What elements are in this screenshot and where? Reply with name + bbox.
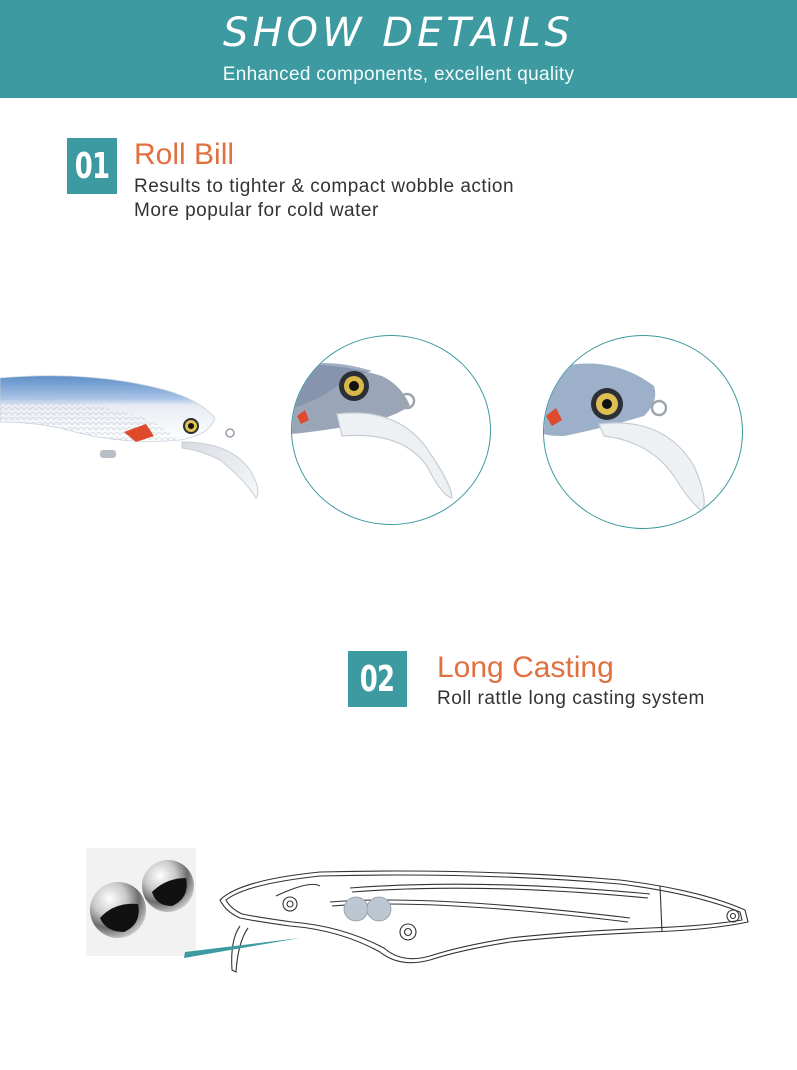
section-number: 02 bbox=[360, 658, 395, 700]
bill-closeup-circle-1 bbox=[291, 335, 491, 525]
banner-title: SHOW DETAILS bbox=[223, 10, 574, 56]
section-number: 01 bbox=[74, 145, 110, 187]
header-banner: SHOW DETAILS Enhanced components, excell… bbox=[0, 0, 797, 98]
bill-closeup-circle-2 bbox=[543, 335, 743, 529]
section-title: Roll Bill bbox=[134, 138, 235, 171]
section-description-line: Results to tighter & compact wobble acti… bbox=[134, 176, 515, 197]
banner-subtitle: Enhanced components, excellent quality bbox=[222, 64, 575, 85]
section-number-badge: 02 bbox=[348, 651, 407, 707]
section-number-badge: 01 bbox=[67, 138, 117, 194]
section-title: Long Casting bbox=[437, 651, 614, 684]
section-description-line: More popular for cold water bbox=[134, 200, 379, 221]
rattle-balls-image bbox=[86, 848, 196, 956]
section-description-line: Roll rattle long casting system bbox=[437, 688, 705, 709]
lure-internal-diagram bbox=[184, 870, 749, 973]
lure-head-image bbox=[0, 375, 259, 499]
